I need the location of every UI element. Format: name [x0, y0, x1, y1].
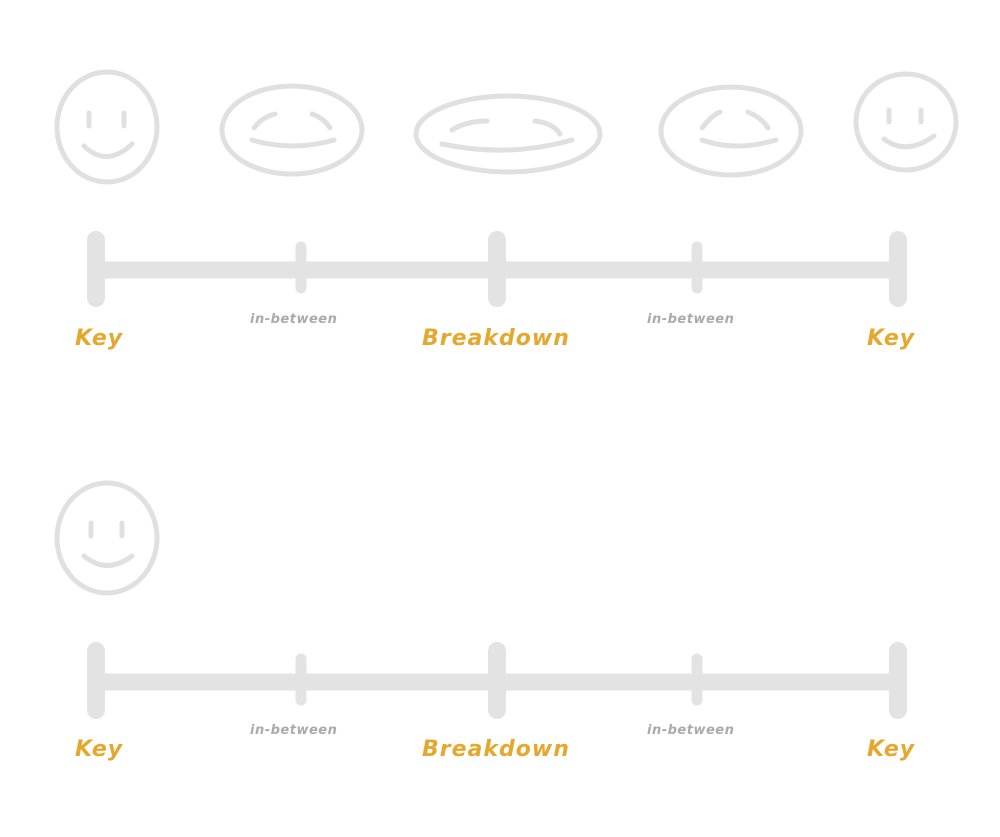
breakdown-label: Breakdown [422, 326, 570, 351]
key-label: Key [75, 737, 124, 762]
squash-face-icon [658, 84, 804, 178]
flat-face-icon [413, 93, 603, 175]
in-between-label: in-between [647, 723, 734, 738]
row-2: Key in-between Breakdown in-between Key [54, 480, 916, 762]
breakdown-label: Breakdown [422, 737, 570, 762]
timeline-1-labels: Key in-between Breakdown in-between Key [75, 312, 916, 351]
timeline-2 [87, 642, 907, 719]
smile-face-icon [54, 69, 160, 185]
row-1: Key in-between Breakdown in-between Key [54, 69, 959, 351]
in-between-label: in-between [250, 723, 337, 738]
smile-face-icon [853, 71, 959, 173]
key-label: Key [867, 326, 916, 351]
timeline-2-labels: Key in-between Breakdown in-between Key [75, 723, 916, 762]
squash-face-icon [219, 83, 365, 177]
timeline-1 [87, 231, 907, 307]
key-label: Key [867, 737, 916, 762]
key-label: Key [75, 326, 124, 351]
in-between-label: in-between [647, 312, 734, 327]
in-between-label: in-between [250, 312, 337, 327]
smile-face-icon [54, 480, 160, 596]
